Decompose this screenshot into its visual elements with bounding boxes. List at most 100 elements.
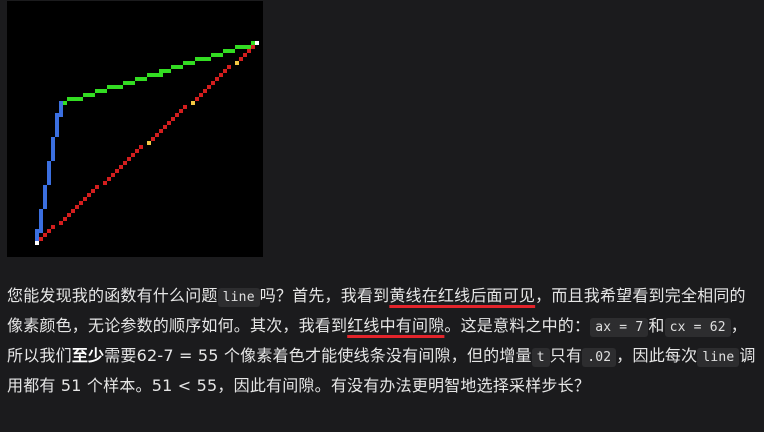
blue-line-pixel: [51, 157, 55, 161]
blue-line-pixel: [47, 161, 51, 165]
highlight-red-gaps: 红线中有间隙: [347, 316, 445, 335]
green-line-pixel: [167, 69, 171, 73]
blue-line-pixel: [35, 229, 39, 233]
green-line-pixel: [155, 73, 159, 77]
blue-line-pixel: [43, 193, 47, 197]
red-line-pixel: [39, 237, 43, 241]
red-line-pixel: [219, 73, 223, 77]
blue-line-pixel: [55, 113, 59, 117]
green-line-pixel: [75, 97, 79, 101]
blue-line-pixel: [43, 197, 47, 201]
red-line-pixel: [103, 181, 107, 185]
red-line-pixel: [71, 209, 75, 213]
inline-code-line-2: line: [697, 348, 740, 367]
red-line-pixel: [75, 205, 79, 209]
green-line-pixel: [195, 57, 199, 61]
green-line-pixel: [179, 65, 183, 69]
green-line-pixel: [143, 77, 147, 81]
red-line-pixel: [119, 165, 123, 169]
green-line-pixel: [163, 69, 167, 73]
red-line-pixel: [51, 225, 55, 229]
blue-line-pixel: [43, 205, 47, 209]
pixel-canvas: [35, 41, 259, 245]
green-line-pixel: [135, 77, 139, 81]
text-segment: 。这是意料之中的：: [444, 316, 591, 335]
green-line-pixel: [191, 61, 195, 65]
red-line-pixel: [223, 69, 227, 73]
blue-line-pixel: [59, 113, 63, 117]
text-segment: ，所以我们: [7, 316, 747, 365]
green-line-pixel: [211, 53, 215, 57]
inline-code-ax: ax = 7: [590, 318, 649, 337]
blue-line-pixel: [39, 209, 43, 213]
blue-line-pixel: [55, 133, 59, 137]
blue-line-pixel: [47, 177, 51, 181]
red-line-pixel: [207, 85, 211, 89]
green-line-pixel: [123, 81, 127, 85]
green-line-pixel: [159, 73, 163, 77]
endpoint-pixel: [35, 241, 39, 245]
yellow-pixel: [147, 141, 151, 145]
red-line-pixel: [215, 77, 219, 81]
blue-line-pixel: [39, 213, 43, 217]
inline-code-t: t: [531, 348, 550, 367]
text-segment: 吗？首先，我看到: [259, 286, 390, 305]
red-line-pixel: [199, 93, 203, 97]
text-segment: ，因此每次: [616, 346, 698, 365]
red-line-pixel: [171, 117, 175, 121]
green-line-pixel: [239, 45, 243, 49]
green-line-pixel: [147, 73, 151, 77]
blue-line-pixel: [51, 141, 55, 145]
blue-line-pixel: [55, 129, 59, 133]
blue-line-pixel: [55, 125, 59, 129]
red-line-pixel: [159, 129, 163, 133]
red-line-pixel: [151, 137, 155, 141]
blue-line-pixel: [35, 233, 39, 237]
green-line-pixel: [243, 45, 247, 49]
green-line-pixel: [95, 89, 99, 93]
red-line-pixel: [167, 121, 171, 125]
red-line-pixel: [163, 125, 167, 129]
green-line-pixel: [231, 49, 235, 53]
green-line-pixel: [71, 97, 75, 101]
red-line-pixel: [139, 145, 143, 149]
red-line-pixel: [67, 213, 71, 217]
yellow-pixel: [235, 61, 239, 65]
text-segment: 调用都有 51 个样本。51 < 55，因此有间隙。有没有办法更明智地选择采样步…: [7, 346, 756, 395]
red-line-pixel: [47, 229, 51, 233]
blue-line-pixel: [51, 149, 55, 153]
blue-line-pixel: [43, 201, 47, 205]
red-line-pixel: [211, 81, 215, 85]
blue-line-pixel: [43, 189, 47, 193]
blue-line-pixel: [47, 181, 51, 185]
line-render-figure: [7, 1, 263, 257]
blue-line-pixel: [59, 109, 63, 113]
blue-line-pixel: [39, 217, 43, 221]
green-line-pixel: [215, 53, 219, 57]
red-line-pixel: [59, 221, 63, 225]
blue-line-pixel: [51, 137, 55, 141]
green-line-pixel: [127, 81, 131, 85]
blue-line-pixel: [55, 117, 59, 121]
blue-line-pixel: [51, 145, 55, 149]
green-line-pixel: [131, 81, 135, 85]
green-line-pixel: [103, 89, 107, 93]
green-line-pixel: [67, 97, 71, 101]
green-line-pixel: [235, 45, 239, 49]
red-line-pixel: [239, 57, 243, 61]
red-line-pixel: [247, 49, 251, 53]
green-line-pixel: [203, 57, 207, 61]
text-segment: 需要62-7 = 55 个像素着色才能使线条没有间隙，但的增量: [104, 346, 532, 365]
red-line-pixel: [155, 133, 159, 137]
red-line-pixel: [203, 89, 207, 93]
text-segment: 和: [648, 316, 665, 335]
yellow-pixel: [191, 101, 195, 105]
green-line-pixel: [183, 61, 187, 65]
green-line-pixel: [111, 85, 115, 89]
green-line-pixel: [79, 97, 83, 101]
blue-line-pixel: [39, 225, 43, 229]
red-line-pixel: [63, 217, 67, 221]
green-line-pixel: [219, 53, 223, 57]
red-line-pixel: [83, 197, 87, 201]
